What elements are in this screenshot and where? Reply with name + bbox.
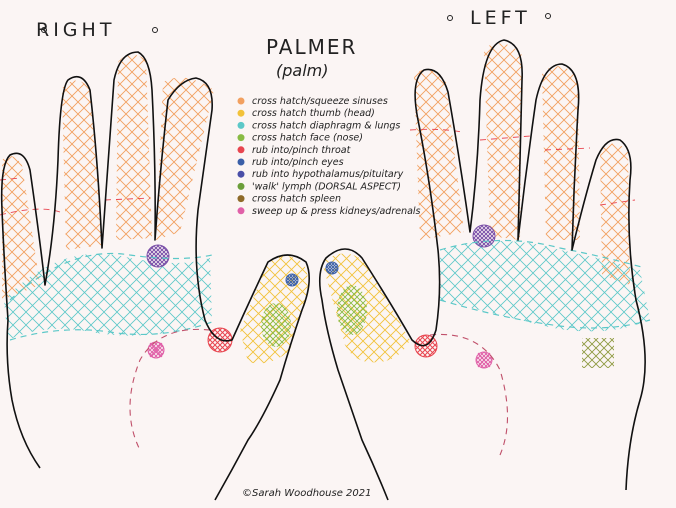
legend-dot [237,195,245,203]
left-hand-finger-zones [414,43,630,285]
left-hand-outline [318,39,646,501]
legend-item: 'walk' lymph (DORSAL ASPECT) [252,181,401,192]
side-marker-dots [41,13,551,33]
legend-dot [237,97,245,105]
legend-dot [237,170,245,178]
left-throat-dot [414,334,438,358]
legend-color-dots [237,97,245,215]
legend-item: sweep up & press kidneys/adrenals [252,206,421,217]
legend-item: cross hatch diaphragm & lungs [252,120,400,131]
right-eye-dot [285,273,299,287]
left-eye-dot [325,261,339,275]
legend-dot [237,121,245,129]
left-pituitary-dot [472,224,496,248]
legend-item: rub into hypothalamus/pituitary [252,169,404,180]
dashed-zone-lines [0,128,651,456]
diagram-subtitle: (palm) [276,61,328,80]
legend-item: cross hatch spleen [252,194,341,205]
legend-dot [237,146,245,154]
right-pituitary-dot [146,244,170,268]
legend-item: cross hatch/squeeze sinuses [252,96,388,107]
diagram-title: PALMER [266,35,357,59]
left-label: LEFT [470,7,531,29]
right-face-zone [261,303,291,347]
right-hand-outline [0,51,310,501]
legend-dot [237,182,245,190]
right-label: RIGHT [36,19,115,41]
left-lung-zone [440,241,650,332]
credit-text: ©Sarah Woodhouse 2021 [242,488,372,499]
left-face-zone [337,285,367,335]
legend-dot [237,109,245,117]
legend-item: rub into/pinch eyes [252,157,344,168]
spleen-zone [582,338,614,368]
legend-dot [237,134,245,142]
legend-item: cross hatch thumb (head) [252,108,375,119]
right-lung-zone [4,253,212,340]
legend-dot [237,207,245,215]
legend-item: cross hatch face (nose) [252,133,363,144]
legend-dot [237,158,245,166]
legend-item: rub into/pinch throat [252,145,352,156]
